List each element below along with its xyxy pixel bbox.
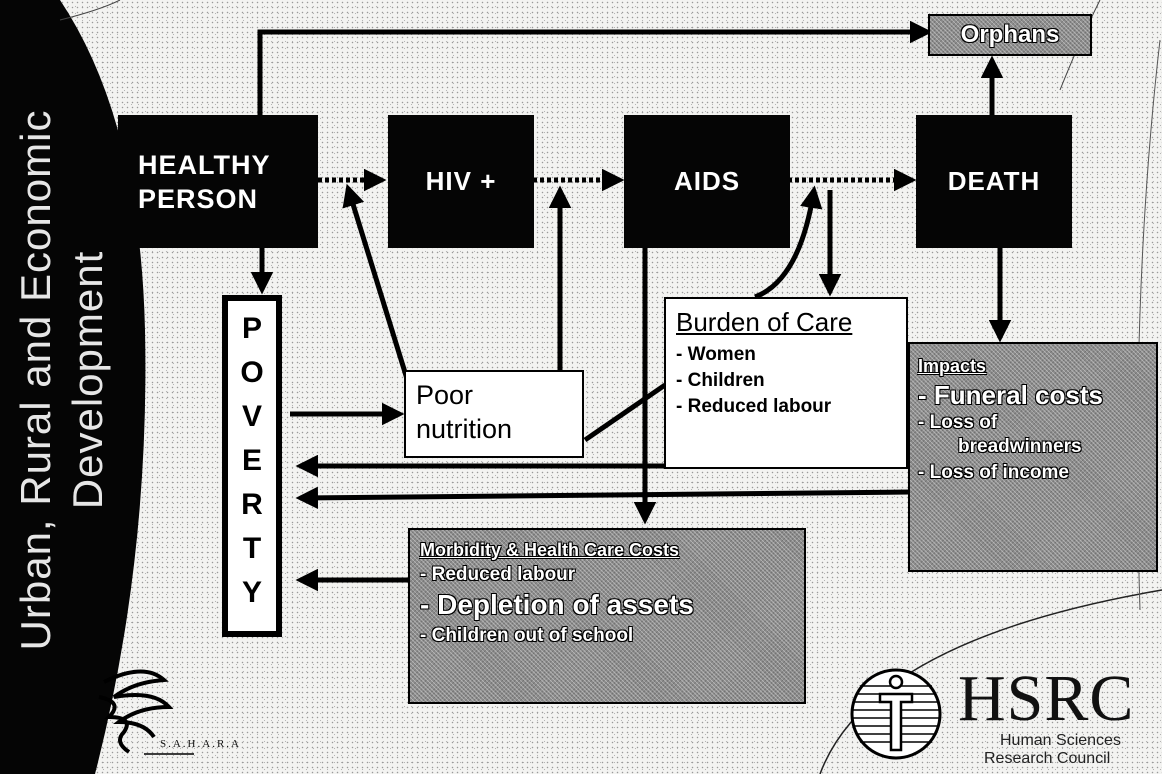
morbidity-item-school: - Children out of school [420, 625, 634, 646]
node-healthy-person: HEALTHY PERSON [118, 115, 318, 248]
hsrc-subtitle-line2: Research Council [984, 750, 1111, 767]
poor-nutrition-box: Poor nutrition [404, 370, 584, 458]
node-death: DEATH [916, 115, 1072, 248]
impacts-item-funeral: - Funeral costs [918, 380, 1103, 410]
burden-item: - Women [676, 344, 756, 365]
sahara-logo-icon [98, 669, 194, 755]
poverty-letter: P [241, 312, 262, 345]
arrow-healthy-to-orphans [257, 20, 933, 115]
poverty-letter: E [241, 444, 262, 477]
node-orphans: Orphans [928, 14, 1092, 56]
sahara-label: S.A.H.A.R.A [160, 738, 241, 750]
arrow-nutrition-to-hiv [342, 183, 415, 396]
morbidity-title: Morbidity & Health Care Costs [420, 540, 680, 560]
impacts-item-loss-of: - Loss of [918, 412, 998, 433]
arrow-burden-to-aids [754, 185, 823, 300]
impacts-item-breadwinners: breadwinners [958, 436, 1082, 457]
morbidity-box: Morbidity & Health Care Costs - Reduced … [408, 528, 806, 704]
burden-of-care-title: Burden of Care [676, 307, 853, 337]
node-aids: AIDS [624, 115, 790, 248]
poverty-letter: T [242, 532, 262, 565]
node-healthy-line1: HEALTHY [138, 149, 271, 180]
poverty-letter: R [241, 488, 263, 521]
poverty-letter: Y [241, 576, 262, 609]
poverty-letter: V [241, 400, 262, 433]
node-hiv: HIV + [388, 115, 534, 248]
hsrc-emblem-icon [850, 668, 942, 760]
poverty-letter: O [240, 356, 264, 389]
morbidity-item-assets: - Depletion of assets [420, 589, 694, 620]
poverty-box: P O V E R T Y [222, 295, 282, 637]
burden-item: - Children [676, 370, 765, 391]
poor-nutrition-line2: nutrition [416, 414, 513, 444]
impacts-box: Impacts - Funeral costs - Loss of breadw… [908, 342, 1158, 572]
node-healthy-line2: PERSON [138, 183, 259, 214]
burden-item: - Reduced labour [676, 396, 832, 417]
poor-nutrition-line1: Poor [416, 380, 474, 410]
node-orphans-label: Orphans [960, 21, 1060, 48]
line-nutrition-to-burden [583, 382, 667, 443]
impacts-title: Impacts [918, 356, 987, 376]
impacts-item-income: - Loss of income [918, 462, 1069, 483]
hsrc-subtitle-line1: Human Sciences [1000, 732, 1121, 749]
arrow-impacts-to-poverty [295, 486, 911, 510]
burden-of-care-box: Burden of Care - Women - Children - Redu… [664, 297, 908, 469]
morbidity-item-labour: - Reduced labour [420, 564, 576, 585]
hsrc-title: HSRC [958, 662, 1135, 735]
